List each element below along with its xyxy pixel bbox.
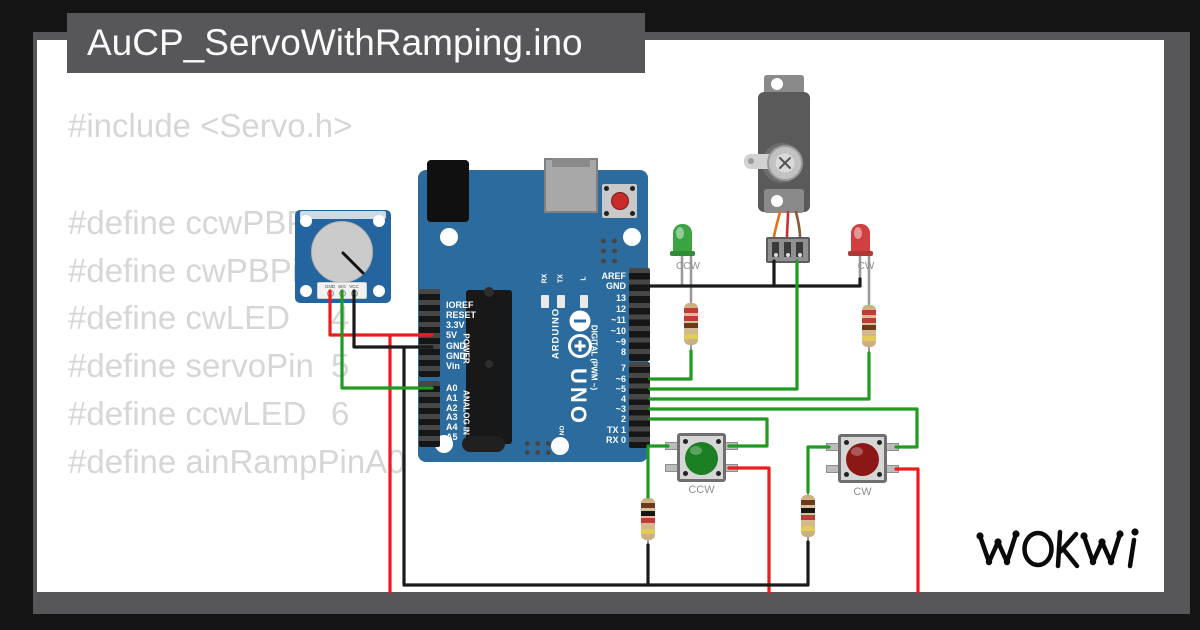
arduino-infinity-logo-icon: [568, 310, 592, 358]
resistor-led-ccw[interactable]: [684, 295, 698, 353]
pin-label: A5: [446, 432, 458, 442]
potentiometer-pin-strip: GND SIG VCC: [317, 282, 367, 299]
pin-label: ~11: [611, 315, 626, 325]
potentiometer-knob[interactable]: [311, 221, 373, 283]
arduino-brand-label: ARDUINO: [550, 307, 562, 360]
pushbutton-cap[interactable]: [684, 441, 718, 475]
led-bulb: [851, 224, 870, 254]
power-section-label: POWER: [461, 333, 471, 364]
icsp-header[interactable]: [598, 236, 622, 266]
connector-pin: [797, 253, 802, 257]
pot-pin-label: SIG: [338, 284, 346, 289]
pin-label: RESET: [446, 310, 477, 320]
on-label: ON: [557, 425, 565, 436]
pot-pin-label: GND: [325, 284, 335, 289]
pushbutton-label: CW: [853, 486, 872, 498]
servo-mount-tab: [764, 189, 804, 213]
resistor-button-cw[interactable]: [801, 487, 815, 545]
servo-wire-strands-icon: [772, 210, 802, 238]
pushbutton-ccw[interactable]: CCW: [665, 433, 738, 498]
resistor-button-ccw[interactable]: [641, 490, 655, 548]
l-led: [580, 295, 588, 308]
knob-pointer-icon: [341, 251, 365, 275]
servo-mount-hole: [771, 78, 783, 90]
servo-horn-icon[interactable]: [765, 143, 805, 183]
usb-connector: [544, 158, 598, 213]
pot-pin[interactable]: [339, 290, 346, 297]
connector-slot: [796, 242, 803, 257]
analog-header[interactable]: [419, 381, 440, 447]
led-flange: [848, 251, 873, 256]
mounting-hole: [300, 285, 312, 297]
icsp-header[interactable]: [522, 439, 554, 458]
pin-label: A3: [446, 412, 458, 422]
power-header[interactable]: [419, 289, 440, 377]
pot-pin[interactable]: [327, 290, 334, 297]
uno-model-label: UNO: [566, 368, 591, 426]
pin-label: 3.3V: [446, 320, 465, 330]
pin-label: Vin: [446, 361, 460, 371]
sketch-filename: AuCP_ServoWithRamping.ino: [87, 22, 583, 63]
power-jack: [427, 160, 469, 222]
connector-pin: [785, 253, 790, 257]
digital-header-top[interactable]: [629, 268, 650, 361]
pin-label: 5V: [446, 330, 458, 340]
pin-label: A1: [446, 393, 458, 403]
pin-label: RX 0: [605, 435, 626, 445]
tx-led-label: TX: [557, 274, 565, 283]
mounting-hole: [623, 228, 641, 246]
pot-pin-label: VCC: [349, 284, 359, 289]
pin-label: ~9: [615, 337, 626, 347]
led-bulb: [673, 224, 692, 254]
pin-label: 12: [615, 304, 626, 314]
pin-label: A0: [446, 383, 458, 393]
connector-slot: [784, 242, 791, 257]
servo-mount-hole: [771, 195, 783, 207]
led-flange: [670, 251, 695, 256]
pushbutton-cap[interactable]: [845, 442, 879, 476]
sketch-filename-box: AuCP_ServoWithRamping.ino: [67, 13, 645, 73]
pushbutton-label: CCW: [688, 484, 715, 496]
potentiometer[interactable]: GND SIG VCC: [295, 210, 391, 303]
rx-led: [541, 295, 549, 308]
arduino-uno[interactable]: AREF GND 13 12 ~11 ~10 ~9 8 7 ~6 ~5 4 ~3…: [418, 158, 650, 462]
rx-led-label: RX: [541, 273, 549, 284]
mounting-hole: [373, 215, 385, 227]
servo-motor[interactable]: [740, 70, 830, 270]
resistor-led-cw[interactable]: [862, 297, 876, 355]
mounting-hole: [300, 215, 312, 227]
digital-header-bottom[interactable]: [629, 362, 650, 448]
mounting-hole: [373, 285, 385, 297]
pushbutton-cw[interactable]: CW: [826, 434, 899, 499]
pin-label: 13: [615, 293, 626, 303]
pin-label: IOREF: [446, 300, 474, 310]
led-label: CW: [857, 261, 875, 272]
pin-label: GND: [606, 281, 626, 291]
reset-button[interactable]: [602, 184, 637, 218]
wokwi-logo: [976, 528, 1139, 569]
usb-connector-lip: [552, 158, 590, 167]
pin-label: GND: [446, 341, 466, 351]
led-label: CCW: [676, 261, 700, 272]
pin-label: ~10: [610, 326, 626, 336]
code-line-include: #include <Servo.h>: [68, 107, 353, 144]
servo-horn-arm-hole: [748, 158, 754, 164]
analog-section-label: ANALOG IN: [461, 390, 471, 435]
pot-pin[interactable]: [351, 290, 358, 297]
connector-pin: [773, 253, 778, 257]
connector-slot: [772, 242, 779, 257]
mounting-hole: [440, 228, 458, 246]
pin-label: A4: [446, 422, 458, 432]
servo-connector[interactable]: [766, 237, 810, 263]
reset-button-cap[interactable]: [610, 192, 629, 210]
potentiometer-top-strip: [300, 211, 386, 219]
l-led-label: L: [580, 276, 588, 281]
pin-label: AREF: [601, 271, 627, 281]
tx-led: [557, 295, 565, 308]
